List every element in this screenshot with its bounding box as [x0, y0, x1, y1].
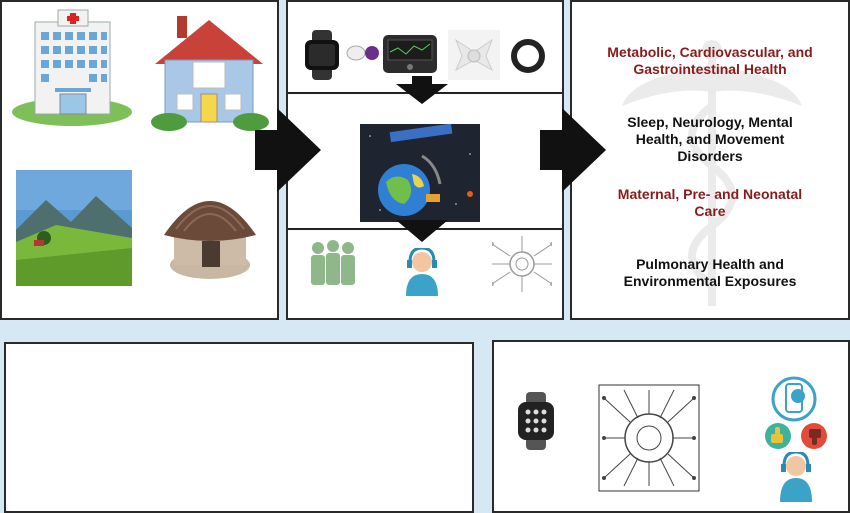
health-area-metabolic: Metabolic, Cardiovascular, and Gastroint…: [607, 44, 813, 77]
health-area-sleep: Sleep, Neurology, Mental Health, and Mov…: [627, 114, 793, 164]
bottom-right-panel: [492, 340, 850, 513]
settings-panel: [0, 0, 279, 320]
sensor-icon: [346, 45, 379, 61]
bottom-left-panel: [4, 342, 474, 513]
caduceus-icon: [622, 40, 802, 306]
group-people-icon: [311, 240, 355, 285]
satellite-earth-icon: [360, 124, 480, 222]
right-arrow-2: [540, 108, 606, 192]
right-arrow-1: [255, 108, 321, 192]
health-area-pulmonary: Pulmonary Health and Environmental Expos…: [623, 256, 797, 289]
down-arrow-bottom: [396, 220, 448, 242]
smartwatch-icon: [518, 392, 554, 450]
house-icon: [151, 16, 269, 131]
support-agent-icon: [780, 452, 812, 502]
smartwatch-icon: [305, 30, 339, 80]
hospital-icon: [12, 9, 132, 126]
health-panel: Metabolic, Cardiovascular, and Gastroint…: [570, 0, 850, 320]
glucose-monitor-icon: [383, 35, 437, 73]
patch-icon: [448, 30, 500, 80]
down-arrow-top: [396, 76, 448, 104]
technology-panel: [286, 0, 564, 320]
thumbs-up-icon: [765, 423, 791, 449]
thumbs-down-icon: [801, 423, 827, 449]
support-agent-icon: [406, 248, 438, 296]
smart-ring-icon: [511, 39, 545, 73]
circuit-brain-icon: [492, 236, 552, 292]
mobile-chat-icon: [771, 376, 817, 422]
hut-icon: [164, 201, 256, 279]
health-area-maternal: Maternal, Pre- and Neonatal Care: [617, 186, 803, 219]
rural-landscape-icon: [16, 170, 132, 286]
circuit-brain-icon: [598, 384, 700, 492]
